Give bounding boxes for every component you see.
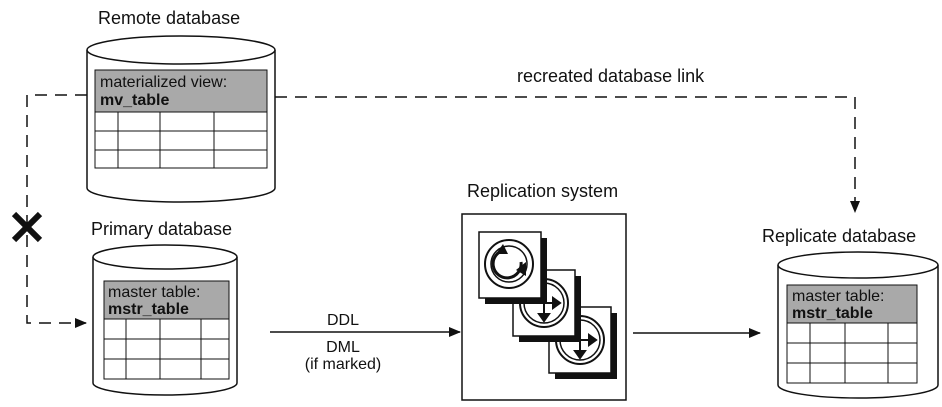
primary-master-table: master table: mstr_table [103, 280, 230, 380]
primary-table-name: mstr_table [108, 301, 189, 318]
primary-database-label: Primary database [91, 219, 232, 239]
replicate-database: Replicate database master table: mstr_ta… [762, 226, 939, 399]
replicate-table-caption: master table: [792, 288, 884, 305]
primary-table-caption: master table: [108, 284, 200, 301]
if-marked-label: (if marked) [305, 356, 381, 373]
primary-database: Primary database master table: mstr_tabl… [91, 219, 238, 396]
remote-database: Remote database materialized view: mv_ta… [86, 8, 276, 203]
mv-table-caption: materialized view: [100, 74, 227, 91]
replicate-table-name: mstr_table [792, 305, 873, 322]
replication-system: Replication system [461, 181, 627, 401]
replication-system-label: Replication system [467, 181, 618, 201]
dml-label: DML [326, 339, 360, 356]
mv-table-name: mv_table [100, 92, 169, 109]
remote-database-label: Remote database [98, 8, 240, 28]
old-link-edge [26, 94, 87, 328]
broken-link-x-icon [11, 211, 43, 243]
replicate-database-label: Replicate database [762, 226, 916, 246]
replicate-master-table: master table: mstr_table [786, 284, 918, 384]
db-link-label: recreated database link [517, 66, 705, 86]
mv-table: materialized view: mv_table [94, 69, 268, 169]
replication-server-icon [478, 231, 547, 304]
primary-to-replication-edge: DDL DML (if marked) [270, 312, 461, 373]
db-link-edge: recreated database link [275, 66, 860, 213]
ddl-label: DDL [327, 312, 359, 329]
